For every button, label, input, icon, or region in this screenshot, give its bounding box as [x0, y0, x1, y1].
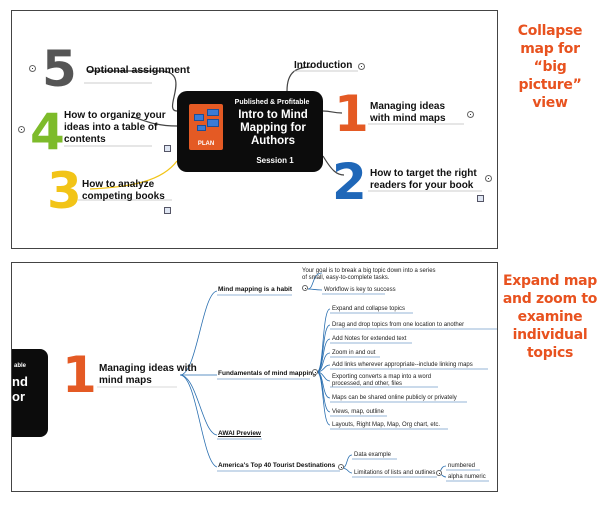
topic-target-readers[interactable]: How to target the right readers for your…	[370, 168, 477, 191]
topic-number-3: 3	[47, 162, 82, 220]
note-icon[interactable]	[164, 207, 171, 214]
item-data-example[interactable]: Data example	[354, 452, 392, 458]
item-maps-shared[interactable]: Maps can be shared online publicly or pr…	[332, 395, 457, 401]
collapsed-map-panel: 5 Optional assignment 4 How to organize …	[11, 10, 498, 249]
item-views[interactable]: Views, map, outline	[332, 409, 384, 415]
item-alpha-numeric[interactable]: alpha numeric	[448, 474, 486, 480]
expand-dot-icon[interactable]	[485, 175, 492, 182]
topic-managing-ideas[interactable]: Managing ideas with mind maps	[99, 363, 197, 386]
expand-dot-icon[interactable]	[467, 111, 474, 118]
expand-dot-icon[interactable]	[18, 126, 25, 133]
topic-introduction[interactable]: Introduction	[294, 60, 353, 71]
topic-number-4: 4	[30, 103, 65, 161]
topic-number-5: 5	[42, 40, 77, 98]
expand-dot-icon[interactable]	[29, 65, 36, 72]
bottom-map-connectors	[97, 272, 497, 482]
topic-optional-assignment[interactable]: Optional assignment	[86, 64, 190, 76]
item-add-notes[interactable]: Add Notes for extended text	[332, 336, 407, 342]
branch-fundamentals[interactable]: Fundamentals of mind mapping	[218, 370, 317, 377]
note-icon[interactable]	[477, 195, 484, 202]
top-map-connectors	[64, 66, 482, 201]
topic-organize-ideas[interactable]: How to organize your ideas into a table …	[64, 110, 166, 145]
collapse-dot-icon[interactable]	[312, 369, 318, 375]
mind-map-plan-icon: PLAN	[189, 104, 223, 150]
item-your-goal[interactable]: Your goal is to break a big topic down i…	[302, 268, 436, 281]
central-title: Intro to Mind Mapping for Authors	[238, 109, 308, 147]
topic-number-1: 1	[62, 346, 97, 404]
central-session: Session 1	[256, 156, 294, 165]
caption-expand-map: Expand map and zoom to examine individua…	[502, 273, 598, 361]
item-limitations[interactable]: Limitations of lists and outlines	[354, 470, 436, 476]
item-add-links[interactable]: Add links wherever appropriate--include …	[332, 362, 473, 368]
central-topic[interactable]: PLAN Published & Profitable Intro to Min…	[177, 91, 323, 172]
item-expand-collapse[interactable]: Expand and collapse topics	[332, 306, 406, 312]
item-zoom[interactable]: Zoom in and out	[332, 350, 376, 356]
topic-number-1: 1	[334, 85, 369, 143]
topic-analyze-books[interactable]: How to analyze competing books	[82, 179, 165, 202]
note-icon[interactable]	[164, 145, 171, 152]
item-exporting[interactable]: Exporting converts a map into a word pro…	[332, 374, 432, 387]
central-kicker: Published & Profitable	[234, 99, 310, 106]
item-numbered[interactable]: numbered	[448, 463, 476, 469]
topic-number-2: 2	[332, 153, 367, 211]
branch-tourist-destinations[interactable]: America's Top 40 Tourist Destinations	[218, 462, 336, 469]
caption-collapse-map: Collapse map for “big picture” view	[517, 23, 583, 111]
item-workflow[interactable]: Workflow is key to success	[324, 287, 396, 293]
expand-dot-icon[interactable]	[358, 63, 365, 70]
topic-managing-ideas[interactable]: Managing ideas with mind maps	[370, 101, 446, 124]
collapse-dot-icon[interactable]	[338, 464, 344, 470]
collapse-dot-icon[interactable]	[302, 285, 308, 291]
collapse-dot-icon[interactable]	[436, 470, 442, 476]
branch-awai-preview[interactable]: AWAI Preview	[218, 430, 261, 437]
branch-mind-mapping-habit[interactable]: Mind mapping is a habit	[218, 286, 293, 293]
item-drag-drop[interactable]: Drag and drop topics from one location t…	[332, 322, 465, 328]
item-layouts[interactable]: Layouts, Right Map, Map, Org chart, etc.	[332, 422, 441, 428]
